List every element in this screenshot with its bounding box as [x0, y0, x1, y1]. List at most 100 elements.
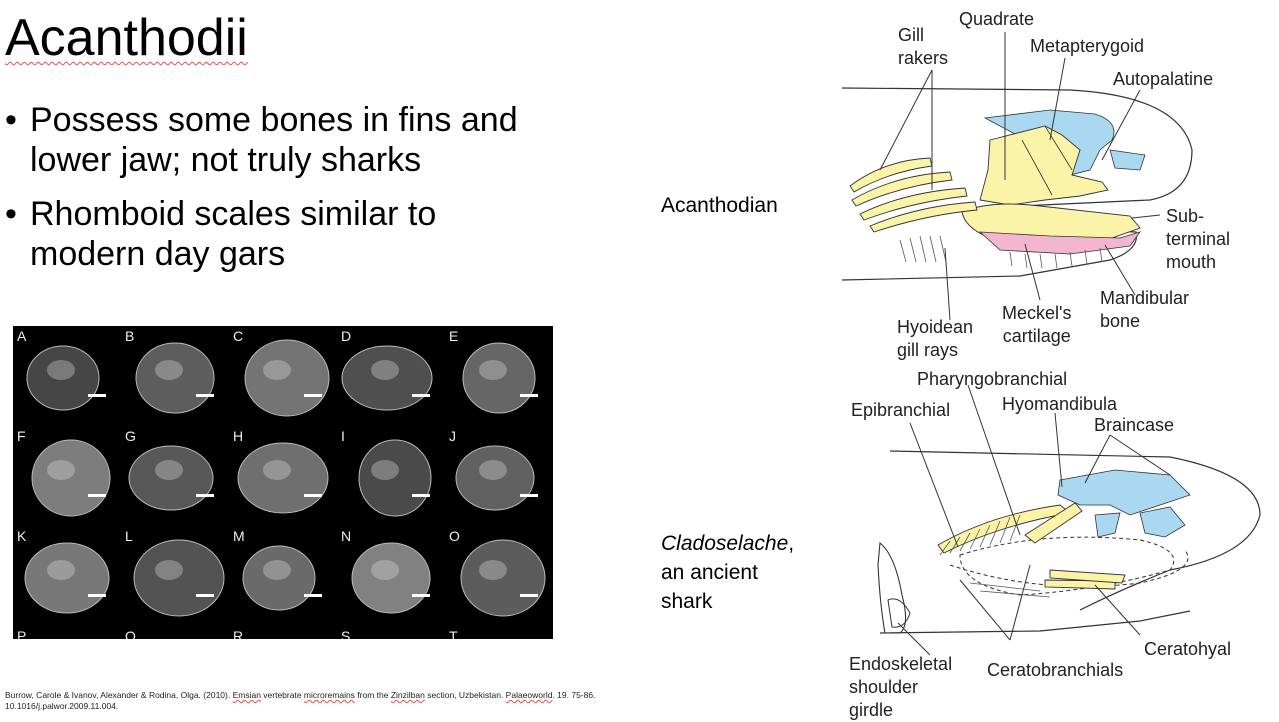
bullet-item: • Possess some bones in fins and lower ja… — [5, 100, 525, 180]
bullet-list: • Possess some bones in fins and lower ja… — [5, 100, 525, 288]
scale-specimen — [445, 626, 553, 639]
scale-specimen — [244, 339, 330, 417]
cladoselache-skull-drawing — [877, 384, 1261, 656]
citation-text: Burrow, Carole & Ivanov, Alexander & Rod… — [5, 690, 233, 700]
scale-bar — [412, 594, 430, 597]
acanthodian-skull-drawing — [841, 32, 1193, 321]
epibranchial-label: Epibranchial — [851, 400, 951, 420]
hyomandibula-label: Hyomandibula — [1002, 394, 1118, 414]
scale-bar — [304, 494, 322, 497]
braincase-label: Braincase — [1094, 415, 1175, 435]
scale-tile-label: L — [125, 528, 133, 544]
label-line: Sub- — [1166, 206, 1205, 226]
scale-specimen — [133, 539, 225, 617]
scale-tile-label: R — [233, 628, 244, 639]
scale-tile: Q — [121, 626, 229, 639]
scale-tile-label: T — [449, 628, 458, 639]
scale-bar — [520, 494, 538, 497]
scale-specimen — [351, 542, 431, 614]
label-line: gill rays — [897, 340, 959, 360]
scale-bar — [304, 594, 322, 597]
scale-tile-label: N — [341, 528, 352, 544]
scale-specimen — [242, 545, 316, 611]
scale-tile: C — [229, 326, 337, 422]
scale-bar — [520, 594, 538, 597]
scale-bar — [88, 394, 106, 397]
citation-text: . 19. 75-86. — [552, 690, 596, 700]
scale-specimen — [462, 342, 536, 414]
label-text: an ancient — [661, 561, 758, 584]
bullet-text: Possess some bones in fins and lower jaw… — [30, 101, 518, 179]
bullet-dot: • — [5, 101, 17, 139]
label-line: Endoskeletal — [849, 654, 953, 674]
scale-specimen — [135, 342, 215, 414]
metapterygoid-label: Metapterygoid — [1030, 36, 1145, 56]
label-line: girdle — [849, 700, 894, 720]
scale-specimen — [26, 345, 100, 411]
cladoselache-label: Cladoselache, an ancient shark — [661, 529, 794, 616]
scale-tile: F — [13, 426, 121, 522]
scale-tile: B — [121, 326, 229, 422]
scale-specimen — [460, 539, 546, 617]
label-line: mouth — [1166, 252, 1217, 272]
scale-bar — [304, 394, 322, 397]
citation-text: Zinzilban — [390, 690, 425, 700]
scale-tile: O — [445, 526, 553, 622]
scale-tile: I — [337, 426, 445, 522]
label-line: Gill — [898, 25, 924, 45]
scale-tile: R — [229, 626, 337, 639]
cladoselache-diagram: Pharyngobranchial Epibranchial Hyomandib… — [840, 365, 1279, 720]
slide-title: Acanthodii — [5, 9, 248, 67]
scale-tile: K — [13, 526, 121, 622]
scale-specimen — [24, 542, 110, 614]
scale-specimen — [341, 345, 433, 411]
scale-specimen — [358, 439, 432, 517]
scale-specimen — [337, 626, 445, 639]
label-line: bone — [1100, 311, 1141, 331]
mandibular-bone-label: Mandibular bone — [1100, 287, 1189, 333]
scale-tile-label: Q — [125, 628, 136, 639]
citation-text: Palaeoworld — [505, 690, 553, 700]
label-line: Mandibular — [1100, 288, 1190, 308]
scale-tile-label: S — [341, 628, 351, 639]
citation: Burrow, Carole & Ivanov, Alexander & Rod… — [5, 690, 665, 712]
citation-text: vertebrate — [260, 690, 304, 700]
label-text: , — [788, 532, 795, 555]
scale-tile-label: J — [449, 428, 456, 444]
hyoidean-gill-rays-label: Hyoidean gill rays — [897, 316, 973, 362]
scale-tile: N — [337, 526, 445, 622]
scale-tile-label: C — [233, 328, 244, 344]
scale-specimen — [13, 626, 121, 639]
scale-tile: S — [337, 626, 445, 639]
subterminal-mouth-label: Sub-terminal mouth — [1166, 205, 1230, 274]
scale-tile: P — [13, 626, 121, 639]
scale-tile-label: I — [341, 428, 345, 444]
scale-tile-label: G — [125, 428, 136, 444]
scale-tile-label: P — [17, 628, 27, 639]
label-line: Meckel's — [1002, 303, 1072, 323]
scale-specimen — [237, 442, 329, 514]
acanthodian-label: Acanthodian — [661, 194, 778, 217]
scale-specimen — [128, 445, 214, 511]
quadrate-label: Quadrate — [959, 9, 1035, 29]
scale-bar — [196, 594, 214, 597]
scale-specimen — [455, 445, 535, 511]
citation-text: Emsian — [232, 690, 261, 700]
scale-specimen — [31, 439, 111, 517]
scale-tile-label: H — [233, 428, 244, 444]
scale-specimen — [229, 626, 337, 639]
scale-tile-label: O — [449, 528, 460, 544]
ceratohyal-label: Ceratohyal — [1144, 639, 1232, 659]
label-line: terminal — [1166, 229, 1231, 249]
scale-tile-label: A — [17, 328, 27, 344]
scale-tile-label: D — [341, 328, 352, 344]
bullet-item: •Rhomboid scales similar to modern day g… — [5, 194, 525, 274]
scale-tile: T — [445, 626, 553, 639]
scale-tile-label: M — [233, 528, 245, 544]
label-line: Hyoidean — [897, 317, 974, 337]
scale-bar — [88, 594, 106, 597]
scale-bar — [520, 394, 538, 397]
